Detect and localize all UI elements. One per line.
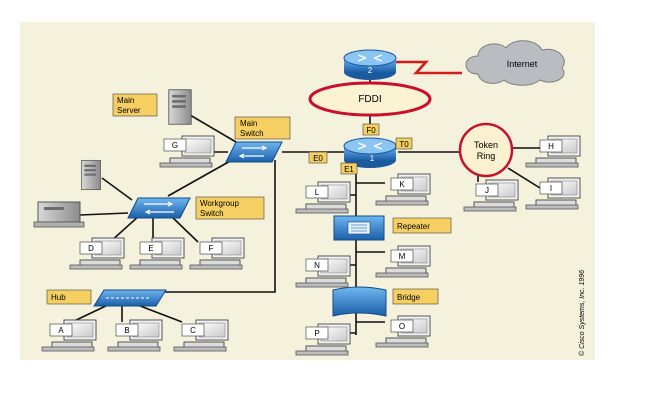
main-server[interactable] [168, 89, 192, 125]
token-ring-label-line1: Token [474, 140, 498, 150]
station-a[interactable]: A [41, 319, 97, 352]
token-ring-label-line2: Ring [477, 151, 496, 161]
station-a-label: A [58, 326, 64, 335]
station-e[interactable]: E [129, 237, 185, 270]
workgroup-switch-label-line2: Switch [200, 209, 224, 218]
station-k[interactable]: K [375, 173, 431, 206]
station-c[interactable]: C [173, 319, 229, 352]
station-f[interactable]: F [189, 237, 245, 270]
port-f0-label: F0 [366, 126, 376, 135]
station-i[interactable]: I [525, 177, 581, 210]
repeater[interactable] [333, 215, 385, 241]
main-switch[interactable] [225, 141, 283, 163]
station-h[interactable]: H [525, 135, 581, 168]
station-p-label: P [314, 329, 319, 338]
hub-tag: Hub [46, 289, 92, 305]
station-g-label: G [172, 141, 178, 150]
station-l[interactable]: L [295, 181, 351, 214]
main-switch-label-line2: Switch [240, 129, 264, 138]
station-n-label: N [314, 261, 320, 270]
station-n[interactable]: N [295, 255, 351, 288]
station-b-label: B [124, 326, 129, 335]
router-2-number: 2 [368, 66, 373, 75]
port-e1-label: E1 [344, 165, 354, 174]
token-ring[interactable]: Token Ring [458, 122, 514, 178]
main-server-label-line1: Main [117, 96, 134, 105]
station-k-label: K [399, 180, 405, 189]
router-1-number: 1 [370, 154, 375, 163]
station-d[interactable]: D [69, 237, 125, 270]
station-b[interactable]: B [107, 319, 163, 352]
workgroup-server-desktop[interactable] [33, 201, 85, 228]
station-i-label: I [550, 184, 552, 193]
main-server-tag: Main Server [112, 93, 158, 117]
copyright-notice: © Cisco Systems, Inc. 1996 [578, 270, 586, 356]
station-j-label: J [485, 186, 489, 195]
bridge-label: Bridge [397, 293, 421, 302]
main-server-label-line2: Server [117, 106, 141, 115]
port-e0-label: E0 [313, 154, 323, 163]
bridge-tag: Bridge [392, 288, 439, 305]
internet-cloud[interactable]: Internet [465, 40, 565, 86]
workgroup-switch-tag: Workgroup Switch [195, 196, 265, 220]
port-e1-tag: E1 [340, 162, 358, 175]
port-e0-tag: E0 [308, 151, 328, 164]
hub[interactable] [93, 289, 167, 307]
station-f-label: F [209, 244, 214, 253]
main-switch-label-line1: Main [240, 119, 257, 128]
internet-label: Internet [507, 59, 538, 69]
bridge[interactable] [332, 286, 387, 317]
wan-serial-link [395, 60, 462, 75]
workgroup-switch-label-line1: Workgroup [200, 199, 240, 208]
port-t0-label: T0 [399, 140, 409, 149]
station-c-label: C [190, 326, 196, 335]
hub-label: Hub [51, 293, 66, 302]
repeater-label: Repeater [397, 222, 430, 231]
fddi-ring[interactable]: FDDI [308, 81, 432, 117]
port-f0-tag: F0 [362, 123, 380, 136]
station-o-label: O [399, 322, 405, 331]
station-h-label: H [548, 142, 554, 151]
workgroup-switch[interactable] [127, 197, 191, 219]
station-g[interactable]: G [159, 135, 215, 168]
station-e-label: E [148, 244, 153, 253]
station-l-label: L [315, 188, 320, 197]
station-m-label: M [399, 252, 406, 261]
station-m[interactable]: M [375, 245, 431, 278]
station-d-label: D [88, 244, 94, 253]
workgroup-server-tower[interactable] [81, 159, 101, 191]
fddi-label: FDDI [358, 94, 381, 105]
repeater-tag: Repeater [392, 217, 452, 234]
station-j[interactable]: J [463, 179, 519, 212]
port-t0-tag: T0 [395, 137, 413, 150]
station-p[interactable]: P [295, 323, 351, 356]
main-switch-tag: Main Switch [234, 116, 291, 140]
router-2[interactable]: 2 [343, 49, 397, 80]
station-o[interactable]: O [375, 315, 431, 348]
